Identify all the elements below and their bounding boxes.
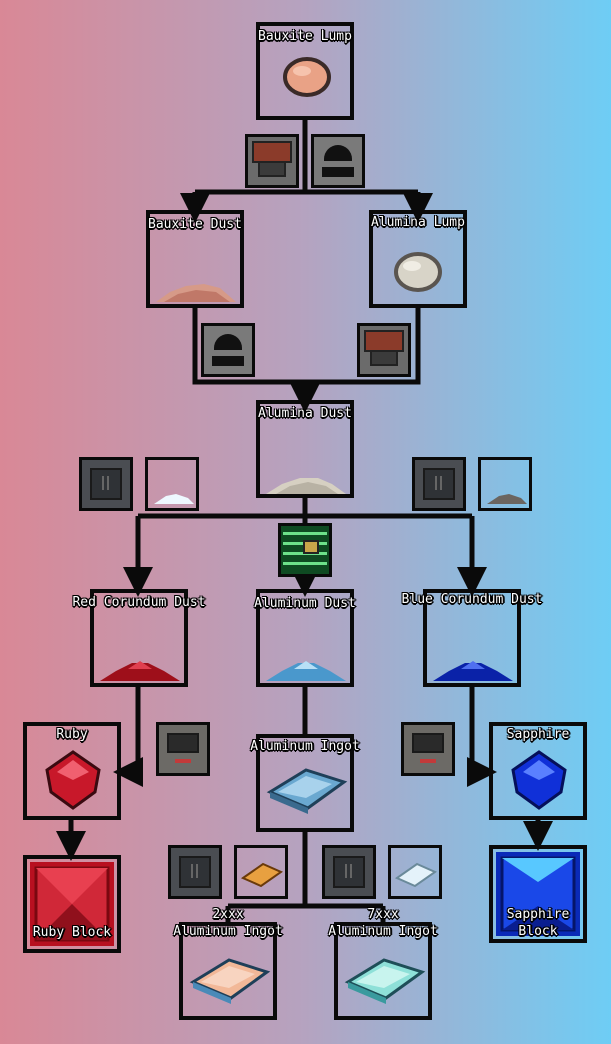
white-dust-small-icon xyxy=(145,457,199,511)
crusher-machine-icon xyxy=(201,323,255,377)
ruby-block-icon xyxy=(30,862,114,946)
alumina-lump-box xyxy=(369,210,467,308)
ingot-2xxx-label-line1: 2xxx xyxy=(212,907,244,922)
ruby-gem-icon xyxy=(45,750,101,810)
furnace-machine-icon xyxy=(357,323,411,377)
bauxite-dust-box xyxy=(146,210,244,308)
aluminum-ingot-box xyxy=(256,734,354,832)
white-ingot-small-icon xyxy=(388,845,442,899)
blue-corundum-dust-icon xyxy=(433,661,513,681)
aluminum-ingot-icon xyxy=(266,768,348,814)
ingot-2xxx-label-line2: Aluminum Ingot xyxy=(173,924,283,939)
circuit-board-icon xyxy=(278,523,332,577)
red-corundum-dust-label: Red Corundum Dust xyxy=(72,595,206,610)
crusher-machine-icon xyxy=(311,134,365,188)
bauxite-dust-label: Bauxite Dust xyxy=(148,217,242,232)
ruby-label: Ruby xyxy=(56,727,88,742)
ingot-7xxx-label-line2: Aluminum Ingot xyxy=(328,924,438,939)
red-corundum-dust-icon xyxy=(100,661,180,681)
smelter-machine-icon xyxy=(401,722,455,776)
bauxite-lump-box xyxy=(256,22,354,120)
alumina-dust-box xyxy=(256,400,354,498)
furnace-machine-icon xyxy=(245,134,299,188)
sapphire-block-box xyxy=(489,845,587,943)
alumina-lump-icon xyxy=(394,252,442,292)
ingot-7xxx-label-line1: 7xxx xyxy=(367,907,399,922)
bauxite-lump-label: Bauxite Lump xyxy=(258,29,352,44)
red-corundum-dust-box xyxy=(90,589,188,687)
sapphire-block-label-line2: Block xyxy=(518,924,558,939)
ingot-2xxx-box xyxy=(179,922,277,1020)
ingot-2xxx-icon xyxy=(189,958,271,1004)
sapphire-box xyxy=(489,722,587,820)
alumina-dust-label: Alumina Dust xyxy=(258,406,352,421)
bauxite-lump-icon xyxy=(283,57,331,97)
ingot-7xxx-icon xyxy=(344,958,426,1004)
press-machine-icon xyxy=(412,457,466,511)
gold-ingot-small-icon xyxy=(234,845,288,899)
sapphire-gem-icon xyxy=(511,750,567,810)
sapphire-label: Sapphire xyxy=(506,727,570,742)
ruby-block-label: Ruby Block xyxy=(32,925,112,940)
aluminum-dust-box xyxy=(256,589,354,687)
aluminum-dust-icon xyxy=(266,661,346,681)
sapphire-block-icon xyxy=(496,852,580,936)
ingot-7xxx-box xyxy=(334,922,432,1020)
blue-corundum-dust-box xyxy=(423,589,521,687)
gray-dust-small-icon xyxy=(478,457,532,511)
blue-corundum-dust-label: Blue Corundum Dust xyxy=(401,592,543,607)
aluminum-dust-label: Aluminum Dust xyxy=(254,596,356,611)
sapphire-block-label-line1: Sapphire xyxy=(506,907,570,922)
press-machine-icon xyxy=(322,845,376,899)
press-machine-icon xyxy=(79,457,133,511)
press-machine-icon xyxy=(168,845,222,899)
aluminum-ingot-label: Aluminum Ingot xyxy=(250,739,360,754)
smelter-machine-icon xyxy=(156,722,210,776)
alumina-dust-icon xyxy=(266,478,346,494)
ruby-box xyxy=(23,722,121,820)
bauxite-dust-icon xyxy=(156,284,236,302)
alumina-lump-label: Alumina Lump xyxy=(371,215,465,230)
ruby-block-box xyxy=(23,855,121,953)
